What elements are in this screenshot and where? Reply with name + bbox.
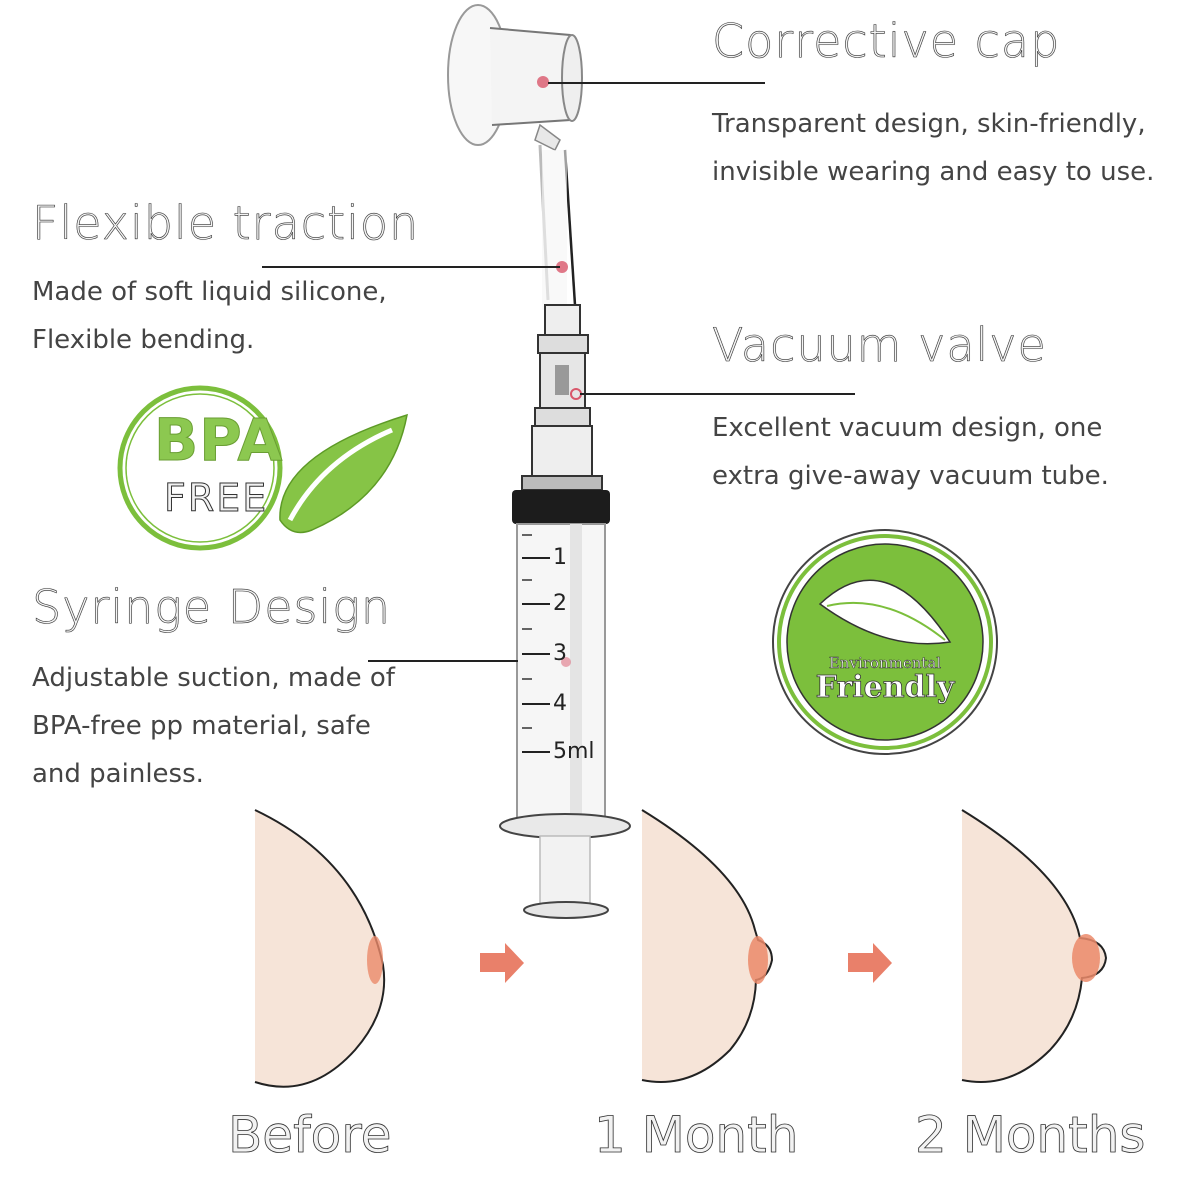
corrective-cap-graphic	[447, 4, 583, 152]
feature-desc-line: invisible wearing and easy to use.	[712, 157, 1155, 187]
marker-syringe	[561, 657, 571, 667]
progression: Before 1 Month 2 Months	[0, 800, 1200, 1200]
marker-flexible-traction	[556, 261, 568, 273]
scale-mark-3: 3	[553, 641, 567, 666]
scale-mark-2: 2	[553, 591, 567, 616]
feature-title: Vacuum valve	[712, 318, 1047, 373]
flexible-tube-graphic	[538, 144, 577, 310]
leader-line-flexible-traction	[262, 266, 560, 268]
feature-desc-line: Flexible bending.	[32, 325, 255, 355]
stage-label-before: Before	[228, 1106, 392, 1165]
free-text: FREE	[163, 476, 269, 521]
feature-flexible-traction: Flexible traction Made of soft liquid si…	[32, 196, 419, 364]
stage-1-month-diagram	[641, 809, 774, 1083]
stage-label-1-month: 1 Month	[594, 1106, 799, 1165]
feature-vacuum-valve: Vacuum valve Excellent vacuum design, on…	[712, 318, 1109, 500]
scale-mark-4: 4	[553, 691, 567, 716]
arrow-right-icon	[480, 943, 524, 983]
feature-desc-line: Excellent vacuum design, one	[712, 413, 1103, 443]
leader-line-corrective-cap	[548, 82, 765, 84]
eco-friendly-badge: Environmental Friendly	[765, 529, 1005, 755]
feature-desc-line: Transparent design, skin-friendly,	[712, 109, 1146, 139]
friendly-text: Friendly	[815, 670, 955, 706]
scale-mark-1: 1	[553, 545, 567, 570]
feature-title: Flexible traction	[32, 196, 420, 251]
arrow-right-icon	[848, 943, 892, 983]
leader-line-syringe	[368, 660, 518, 662]
stage-before-diagram	[254, 809, 386, 1088]
feature-desc-line: and painless.	[32, 759, 204, 789]
feature-desc-line: Adjustable suction, made of	[32, 663, 395, 693]
stage-2-months-diagram	[961, 809, 1108, 1083]
leaf-icon	[279, 413, 408, 534]
leader-line-vacuum-valve	[580, 393, 855, 395]
scale-mark-5ml: 5ml	[553, 739, 595, 764]
marker-corrective-cap	[537, 76, 549, 88]
bpa-text: BPA	[153, 406, 284, 475]
feature-desc-line: Made of soft liquid silicone,	[32, 277, 387, 307]
feature-title: Corrective cap	[712, 14, 1061, 69]
feature-syringe-design: Syringe Design Adjustable suction, made …	[32, 580, 395, 798]
feature-desc-line: BPA-free pp material, safe	[32, 711, 371, 741]
stage-label-2-months: 2 Months	[915, 1106, 1146, 1165]
environmental-text: Environmental	[828, 654, 942, 673]
syringe-barrel-graphic	[499, 523, 631, 919]
bpa-free-badge: BPA FREE	[112, 380, 412, 560]
feature-corrective-cap: Corrective cap Transparent design, skin-…	[712, 14, 1155, 196]
syringe-scale-ticks	[522, 534, 550, 753]
leaf-icon	[818, 579, 952, 645]
vacuum-valve-graphic	[512, 304, 610, 524]
feature-desc-line: extra give-away vacuum tube.	[712, 461, 1109, 491]
feature-title: Syringe Design	[32, 580, 392, 635]
